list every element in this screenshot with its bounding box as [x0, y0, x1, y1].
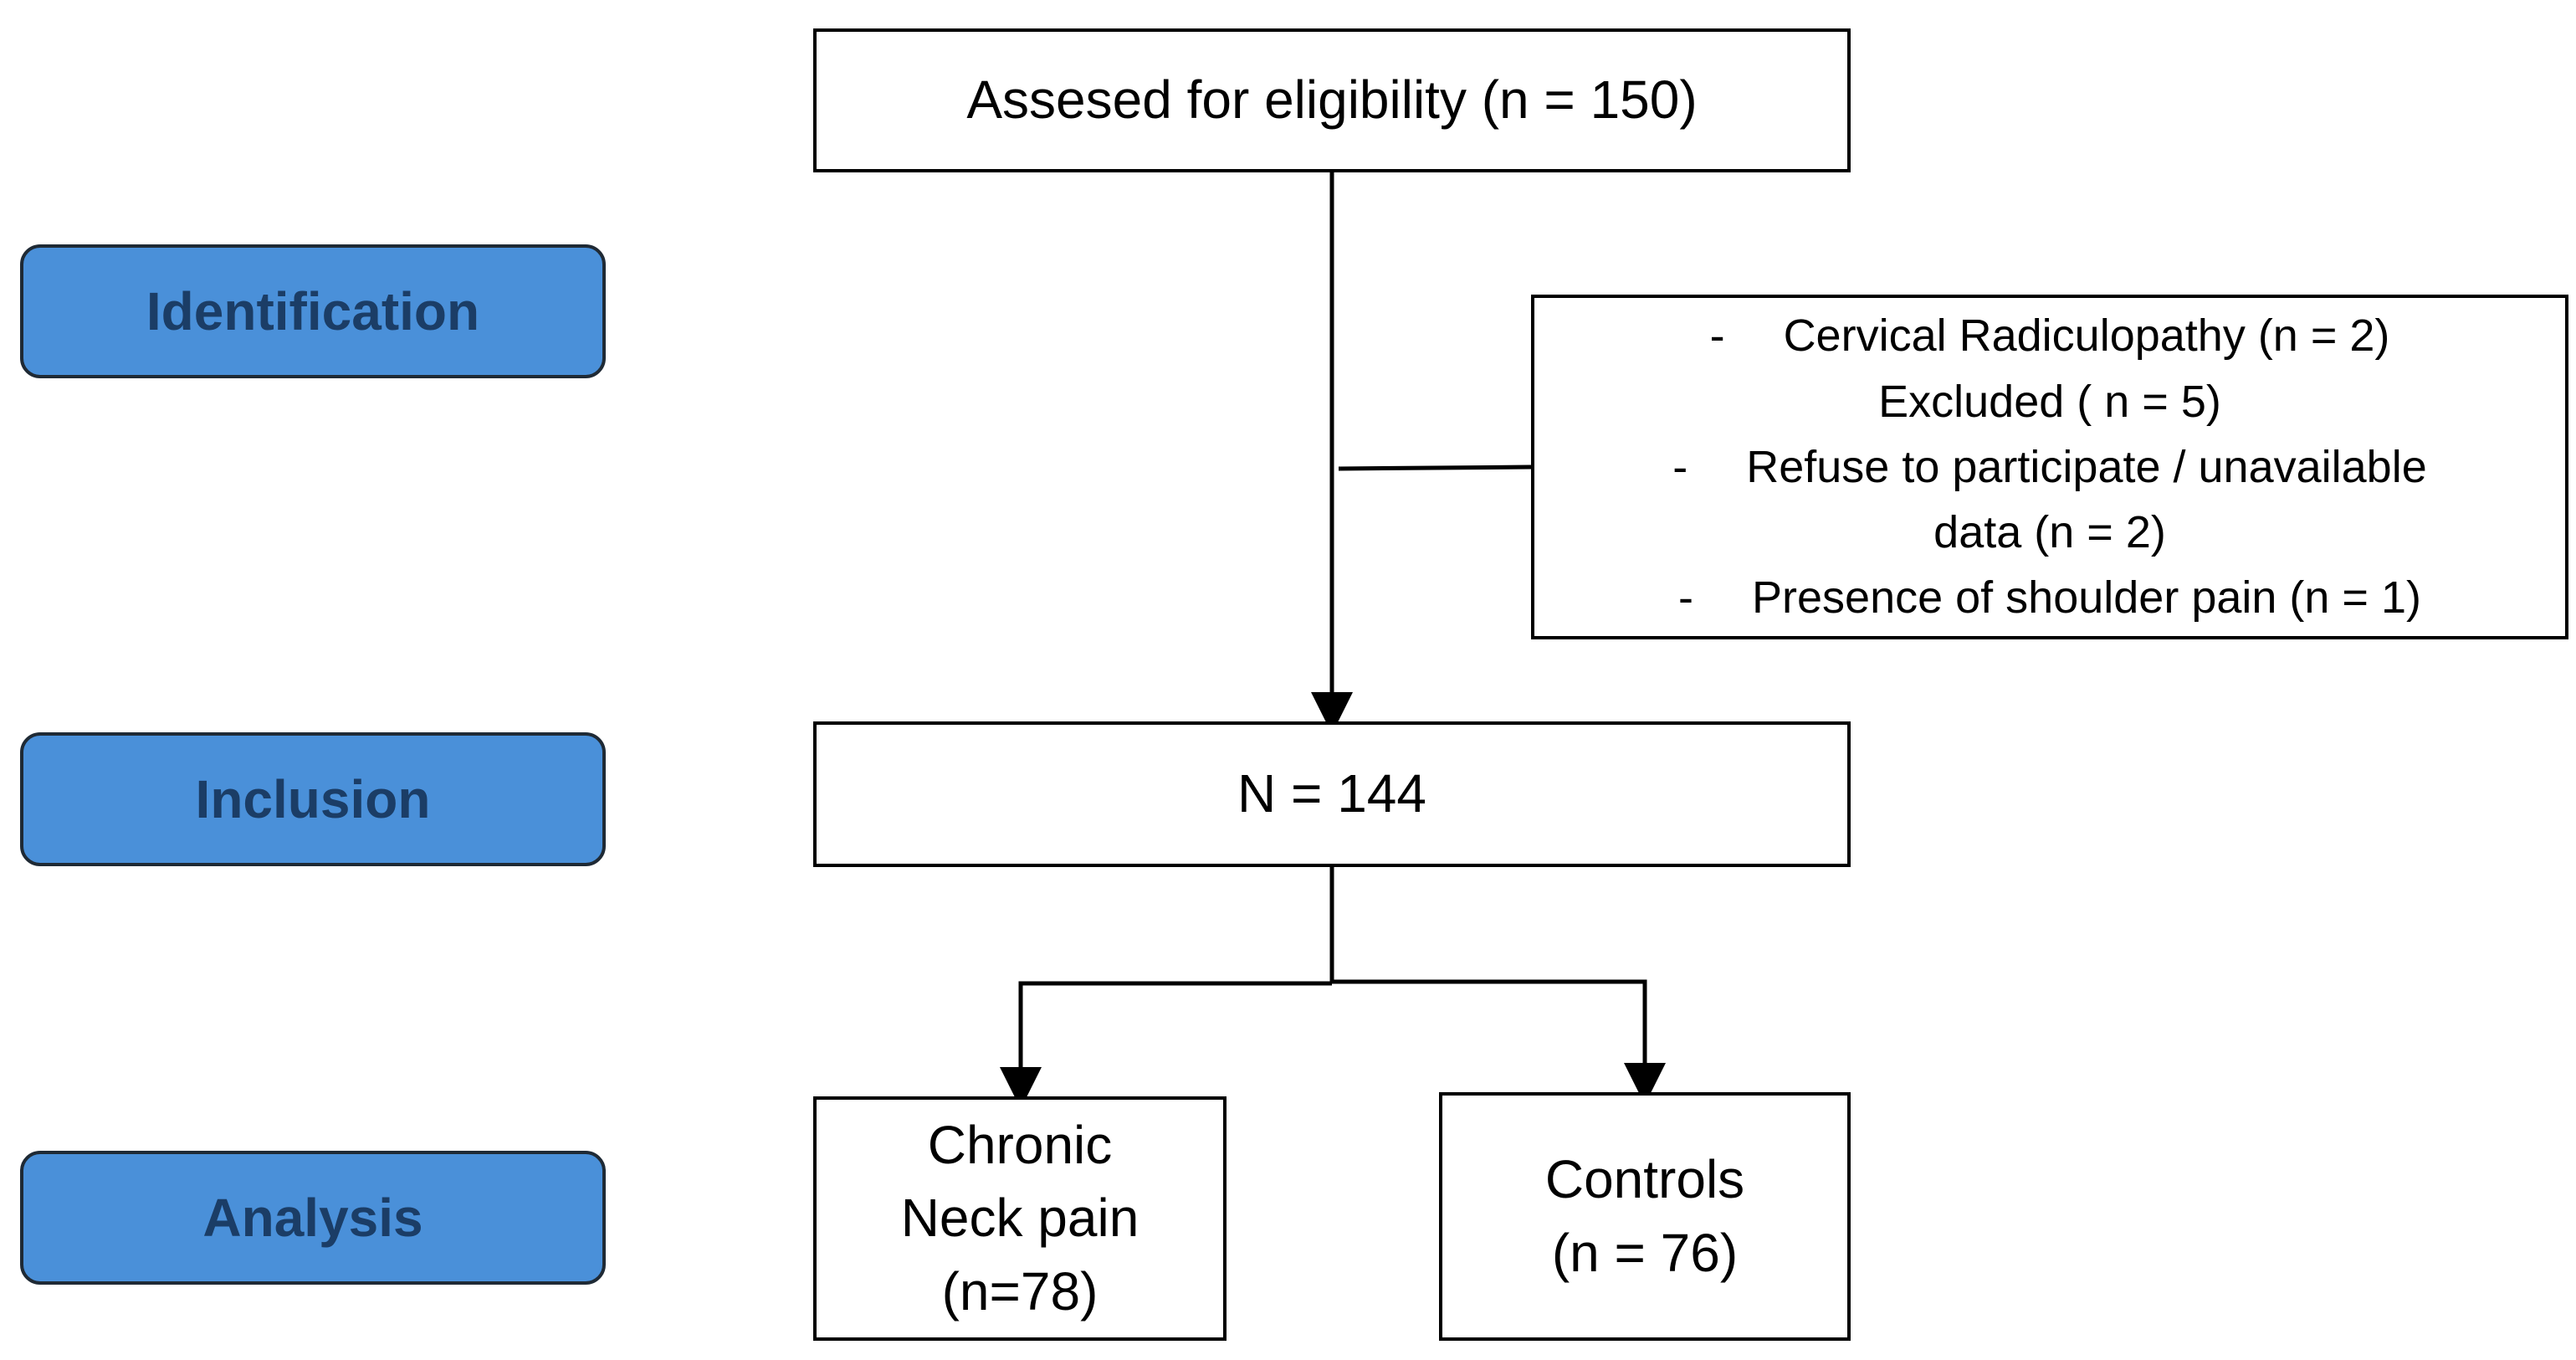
line-split-left — [1000, 981, 1332, 1109]
bullet-dash: - — [1672, 441, 1688, 492]
chronic-line-3: (n=78) — [941, 1260, 1099, 1322]
bullet-dash: - — [1709, 310, 1725, 362]
controls-line-2: (n = 76) — [1551, 1222, 1739, 1283]
box-excluded: -Cervical Radiculopathy (n = 2) Excluded… — [1531, 295, 2568, 639]
stage-analysis: Analysis — [20, 1151, 606, 1285]
excluded-header: Excluded ( n = 5) — [1878, 376, 2221, 427]
line-split-right — [1332, 979, 1666, 1105]
excluded-item-refuse-cont: data (n = 2) — [1933, 507, 2166, 558]
excluded-item-radiculopathy: -Cervical Radiculopathy (n = 2) — [1710, 303, 2390, 368]
box-chronic-neck-pain: Chronic Neck pain (n=78) — [813, 1096, 1227, 1341]
chronic-line-1: Chronic — [927, 1115, 1113, 1176]
chronic-line-2: Neck pain — [900, 1188, 1139, 1249]
box-controls: Controls (n = 76) — [1439, 1092, 1851, 1341]
excluded-item-shoulder: -Presence of shoulder pain (n = 1) — [1678, 565, 2421, 630]
controls-line-1: Controls — [1544, 1149, 1745, 1210]
box-assessed: Assesed for eligibility (n = 150) — [813, 28, 1851, 172]
line-to-excluded — [1338, 464, 1532, 471]
stage-identification: Identification — [20, 244, 606, 378]
box-included: N = 144 — [813, 721, 1851, 867]
stage-inclusion: Inclusion — [20, 732, 606, 866]
excluded-item-refuse: -Refuse to participate / unavailable — [1672, 434, 2427, 500]
bullet-dash: - — [1678, 572, 1693, 624]
